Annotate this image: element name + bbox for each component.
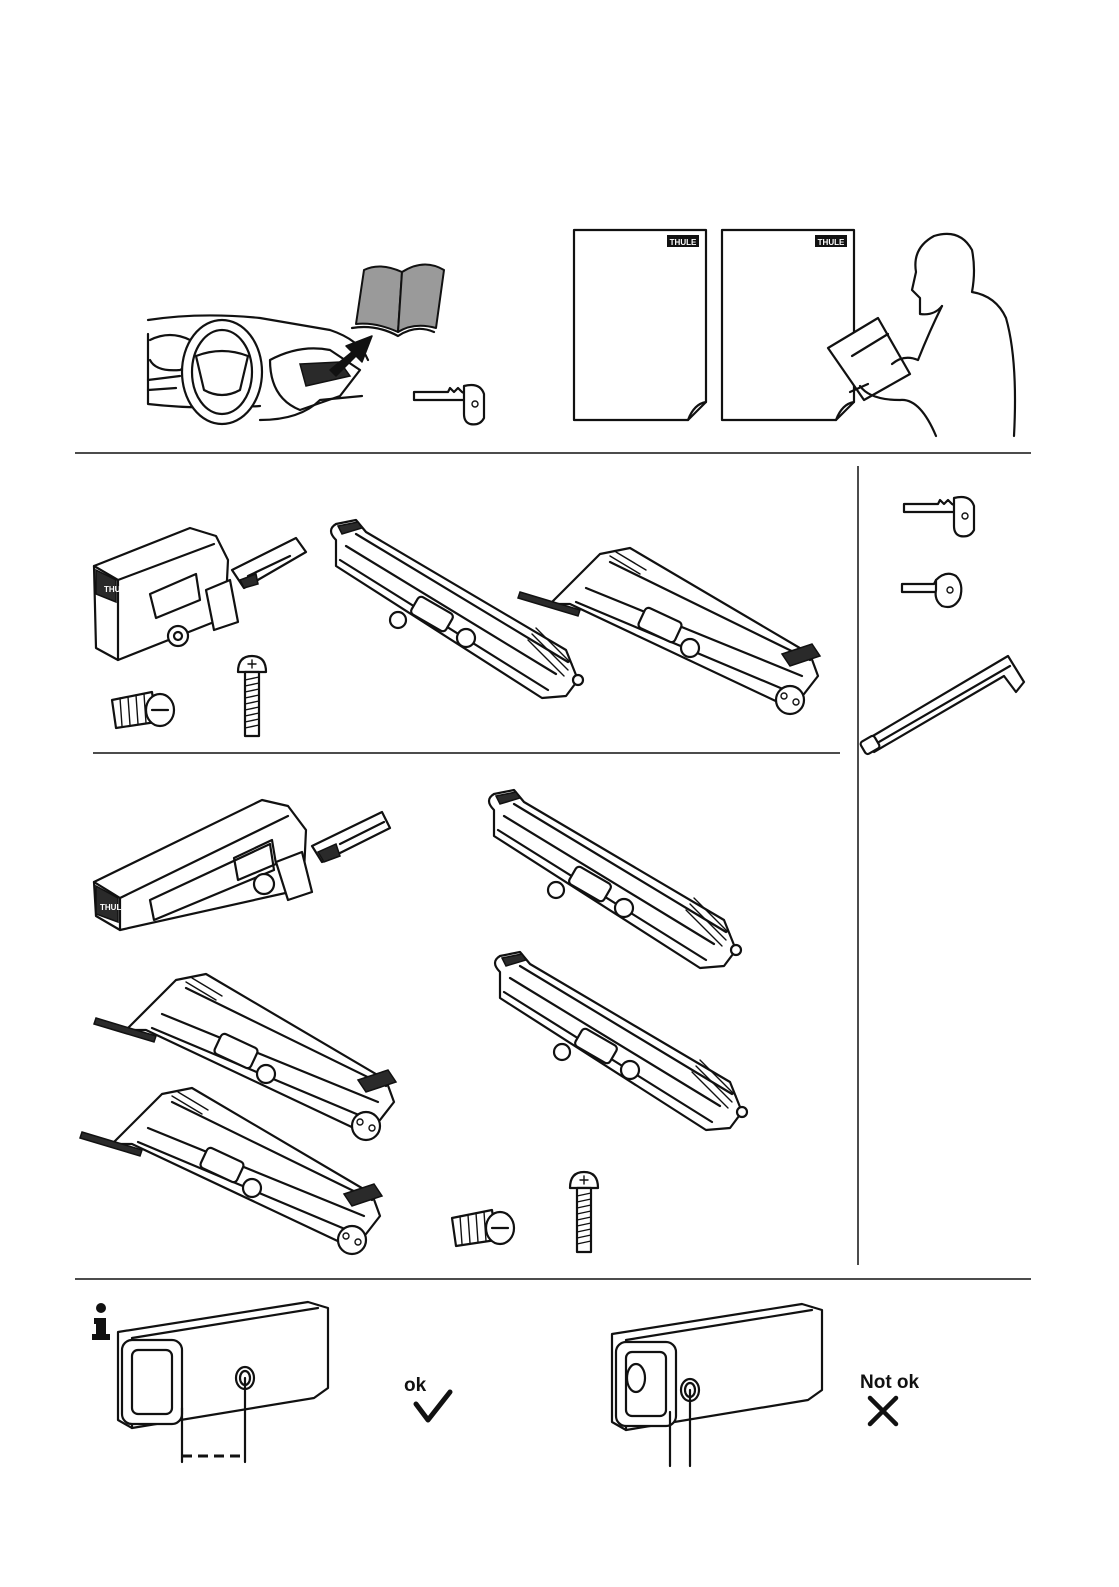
section-storage-instructions: THULE THULE xyxy=(148,230,1015,436)
wheel-cradle-4 xyxy=(495,952,747,1130)
manual-into-glovebox xyxy=(330,264,444,376)
manual-page-2: THULE xyxy=(722,230,854,420)
hex-key-icon xyxy=(860,656,1024,755)
thule-logo: THULE xyxy=(670,238,697,247)
cross-icon xyxy=(870,1398,896,1424)
checkmark-icon xyxy=(416,1392,450,1420)
info-icon xyxy=(92,1303,110,1340)
wheel-cradle-3 xyxy=(489,790,741,968)
wheel-cradle-5 xyxy=(94,974,396,1140)
section-tools xyxy=(860,497,1024,755)
ok-label: ok xyxy=(404,1375,427,1396)
person-reading-illustration xyxy=(828,234,1015,436)
key-icon xyxy=(414,385,484,424)
lock-cylinder-icon xyxy=(452,1210,514,1246)
manual-page-1: THULE xyxy=(574,230,706,420)
wheel-cradle-1 xyxy=(331,520,583,698)
thule-logo: THULE xyxy=(818,238,845,247)
svg-text:THULE: THULE xyxy=(100,903,127,912)
lock-cylinder-icon xyxy=(112,692,174,728)
lock-housing-small: THULE xyxy=(94,528,306,660)
key-icon xyxy=(904,497,974,536)
section-parts: THULE THULE xyxy=(80,520,840,1254)
hitch-tube-not-ok xyxy=(612,1304,822,1466)
bolt-icon xyxy=(570,1172,598,1252)
svg-text:THULE: THULE xyxy=(104,585,131,594)
lock-housing-large: THULE xyxy=(94,800,390,930)
section-hitch-info: ok Not ok xyxy=(92,1302,920,1466)
bolt-icon xyxy=(238,656,266,736)
hitch-tube-ok xyxy=(118,1302,328,1462)
not-ok-label: Not ok xyxy=(860,1372,920,1393)
key-icon xyxy=(902,574,961,607)
